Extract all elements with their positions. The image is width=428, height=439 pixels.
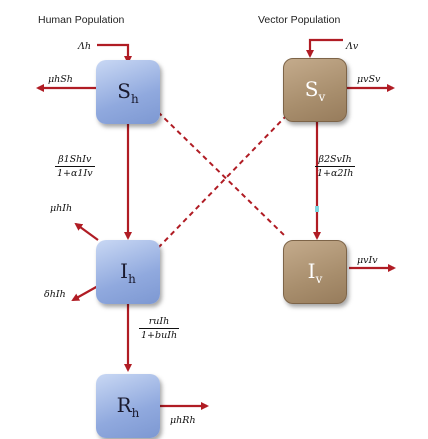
label-recruit-vector: Λv [346, 41, 359, 52]
rate-infection-vector: β2SvIh 1+α2Ih [315, 154, 356, 179]
label-Ih: Ih [120, 258, 136, 286]
human-population-title: Human Population [38, 14, 125, 26]
label-death-Sv: μvSv [357, 74, 381, 85]
rate-recovery: ruIh 1+buIh [139, 316, 180, 341]
label-death-Rh: μhRh [170, 415, 196, 426]
small-mark-on-vector-arrow [315, 206, 319, 212]
label-Sh: Sh [117, 78, 139, 106]
rate-recovery-numerator: ruIh [139, 316, 180, 329]
rate-infection-human-denominator: 1+α1Iv [57, 168, 93, 179]
vector-population-title: Vector Population [258, 14, 341, 26]
cross-link-Sh-to-Iv [157, 111, 286, 237]
rate-infection-human: β1ShIv 1+α1Iv [55, 154, 95, 179]
label-disease-death-Ih: δhIh [44, 289, 66, 300]
box-susceptible-vector: Sv [283, 58, 347, 122]
label-Rh: Rh [116, 392, 140, 420]
label-death-Iv: μvIv [357, 255, 378, 266]
label-death-Ih: μhIh [50, 203, 73, 214]
rate-infection-vector-denominator: 1+α2Ih [317, 168, 354, 179]
rate-infection-human-numerator: β1ShIv [55, 154, 95, 167]
death-arrow-Ih [74, 222, 99, 241]
rate-recovery-denominator: 1+buIh [141, 330, 178, 341]
recruitment-arrow-human [97, 43, 132, 64]
box-susceptible-human: Sh [96, 60, 160, 124]
cross-link-Sv-to-Ih [157, 114, 288, 249]
disease-death-arrow-Ih [71, 285, 99, 301]
box-recovered-human: Rh [96, 374, 160, 438]
label-death-Sh: μhSh [48, 74, 73, 85]
label-Sv: Sv [304, 76, 326, 104]
label-Iv: Iv [307, 258, 323, 286]
recruitment-arrow-vector [306, 38, 343, 58]
box-infected-vector: Iv [283, 240, 347, 304]
rate-infection-vector-numerator: β2SvIh [315, 154, 356, 167]
label-recruit-human: Λh [78, 41, 91, 52]
box-infected-human: Ih [96, 240, 160, 304]
